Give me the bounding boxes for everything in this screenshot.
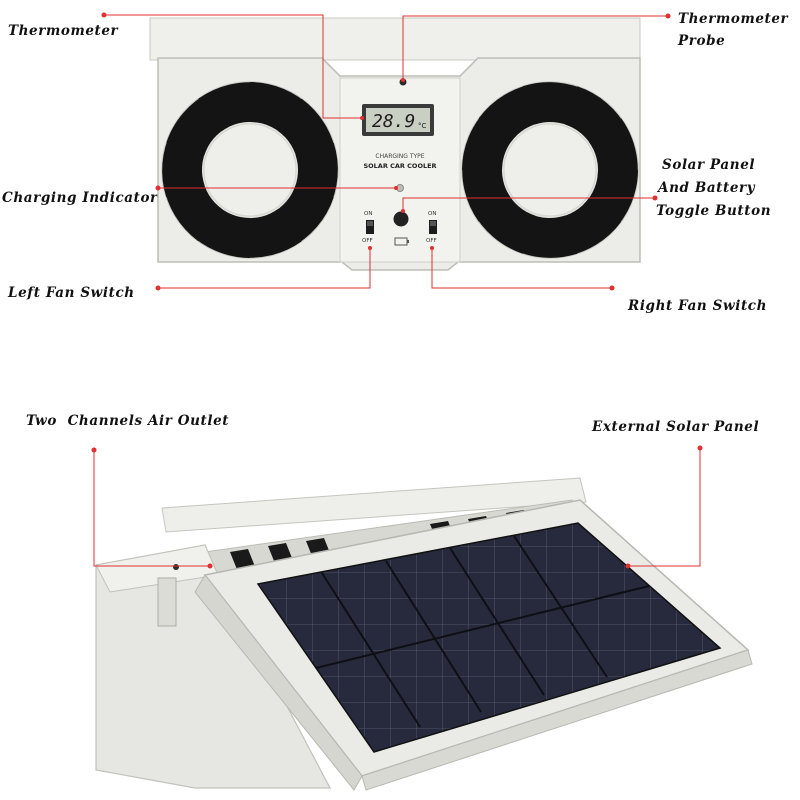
side-clip <box>157 577 177 627</box>
brand-line-2: SOLAR CAR COOLER <box>363 162 436 170</box>
label-thermometer-probe-line1: Thermometer <box>678 11 789 27</box>
thermometer-display-unit: °C <box>418 122 427 130</box>
top-annotation-lines <box>104 14 668 289</box>
left-switch-off-label: OFF <box>362 238 373 244</box>
label-external-solar-panel: External Solar Panel <box>592 419 760 435</box>
annotation-line-solar-toggle <box>402 197 655 211</box>
annotation-line-solar-panel <box>628 448 701 567</box>
label-charging-indicator: Charging Indicator <box>2 190 158 206</box>
device-back-strip <box>161 477 587 533</box>
right-fan-switch <box>429 220 437 234</box>
top-annotation-dots <box>101 12 671 291</box>
thermometer-display-value: 28.9 <box>372 111 415 132</box>
device-top-rim <box>149 17 641 61</box>
right-switch-on-label: ON <box>428 211 436 217</box>
label-thermometer: Thermometer <box>8 23 119 39</box>
solar-battery-toggle-button <box>393 211 409 227</box>
annotation-line-right-fan <box>431 248 612 289</box>
label-solar-toggle-line2: And Battery <box>658 180 756 196</box>
annotation-line-thermometer-probe <box>402 15 668 80</box>
bottom-annotation-lines <box>93 448 701 567</box>
left-fan <box>161 81 339 259</box>
thermometer-display <box>366 108 430 132</box>
annotation-line-left-fan <box>158 248 371 289</box>
annotation-line-air-outlet <box>93 450 210 567</box>
left-switch-on-label: ON <box>364 211 372 217</box>
label-thermometer-probe-line2: Probe <box>678 33 726 49</box>
annotation-line-thermometer <box>104 14 362 119</box>
label-solar-toggle-line1: Solar Panel <box>662 157 756 173</box>
device-angled-view <box>95 477 753 791</box>
label-solar-toggle-line3: Toggle Button <box>656 203 772 219</box>
right-switch-off-label: OFF <box>426 238 437 244</box>
air-outlet-marker <box>173 564 179 570</box>
label-air-outlet: Two Channels Air Outlet <box>26 413 230 429</box>
bottom-annotation-dots <box>91 445 703 569</box>
label-left-fan-switch: Left Fan Switch <box>8 285 135 301</box>
external-solar-panel <box>256 522 722 753</box>
device-front-view: 28.9 °C CHARGING TYPE SOLAR CAR COOLER O… <box>149 17 641 271</box>
brand-line-1: CHARGING TYPE <box>375 153 424 160</box>
left-fan-switch <box>366 220 374 234</box>
right-fan <box>461 81 639 259</box>
label-right-fan-switch: Right Fan Switch <box>628 298 768 314</box>
